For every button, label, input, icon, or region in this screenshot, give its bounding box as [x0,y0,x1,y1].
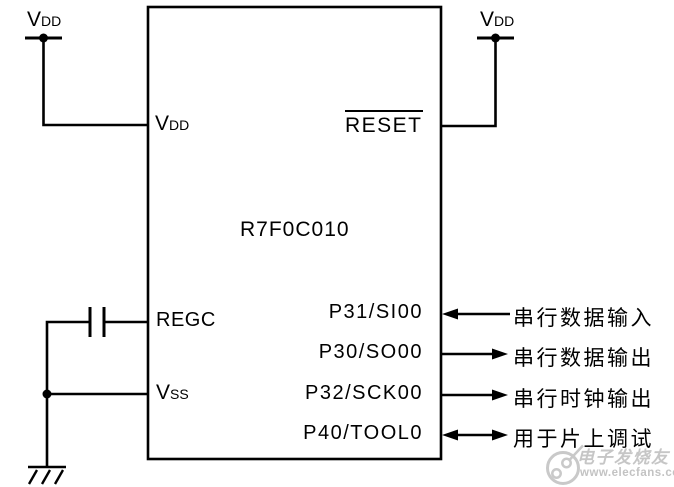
vdd-left-sub: DD [41,13,62,29]
pin-reset-label: RESET [345,110,423,138]
pin-p40-tool0-label: P40/TOOL0 [303,422,423,444]
vdd-right-label: VDD [480,8,514,32]
pin-p30-so00-label: P30/SO00 [318,341,423,363]
watermark: 电子发烧友 www.elecfans.com [543,440,674,487]
annotation-serial-data-output: 串行数据输出 [513,347,654,370]
ground-symbol [27,465,66,485]
vdd-left-label: VDD [27,8,61,32]
capacitor-symbol [45,307,148,468]
arrow-left-icon [442,308,510,320]
chip-outline [146,5,443,461]
elecfans-logo-icon [546,444,584,485]
arrow-right-icon [441,389,508,401]
arrow-double-icon [442,429,508,441]
vdd-left-main: V [27,8,42,31]
pin-vss-main: V [156,381,171,404]
vss-wire [42,389,148,399]
watermark-url: www.elecfans.com [580,467,674,479]
pin-vdd-sub: DD [169,117,190,133]
pin-vdd-main: V [155,112,170,135]
pin-vdd-label: VDD [155,112,189,136]
pin-p32-sck00-label: P32/SCK00 [304,382,423,404]
pin-vss-sub: SS [170,386,189,402]
pin-vss-label: VSS [156,381,189,405]
annotation-serial-data-input: 串行数据输入 [513,307,654,330]
pin-regc-label: REGC [156,309,216,331]
vdd-left-power-symbol [25,33,148,127]
annotation-serial-clock-output: 串行时钟输出 [513,388,654,411]
watermark-brand: 电子发烧友 [577,448,670,467]
pin-p31-si00-label: P31/SI00 [328,301,423,323]
vdd-right-sub: DD [494,13,515,29]
vdd-right-main: V [480,8,495,31]
annotation-on-chip-debug: 用于片上调试 [513,428,654,451]
chip-title: R7F0C010 [240,218,350,241]
arrow-right-icon [441,348,508,360]
vdd-right-power-symbol [441,33,514,128]
reset-overline-text: RESET [345,110,423,138]
